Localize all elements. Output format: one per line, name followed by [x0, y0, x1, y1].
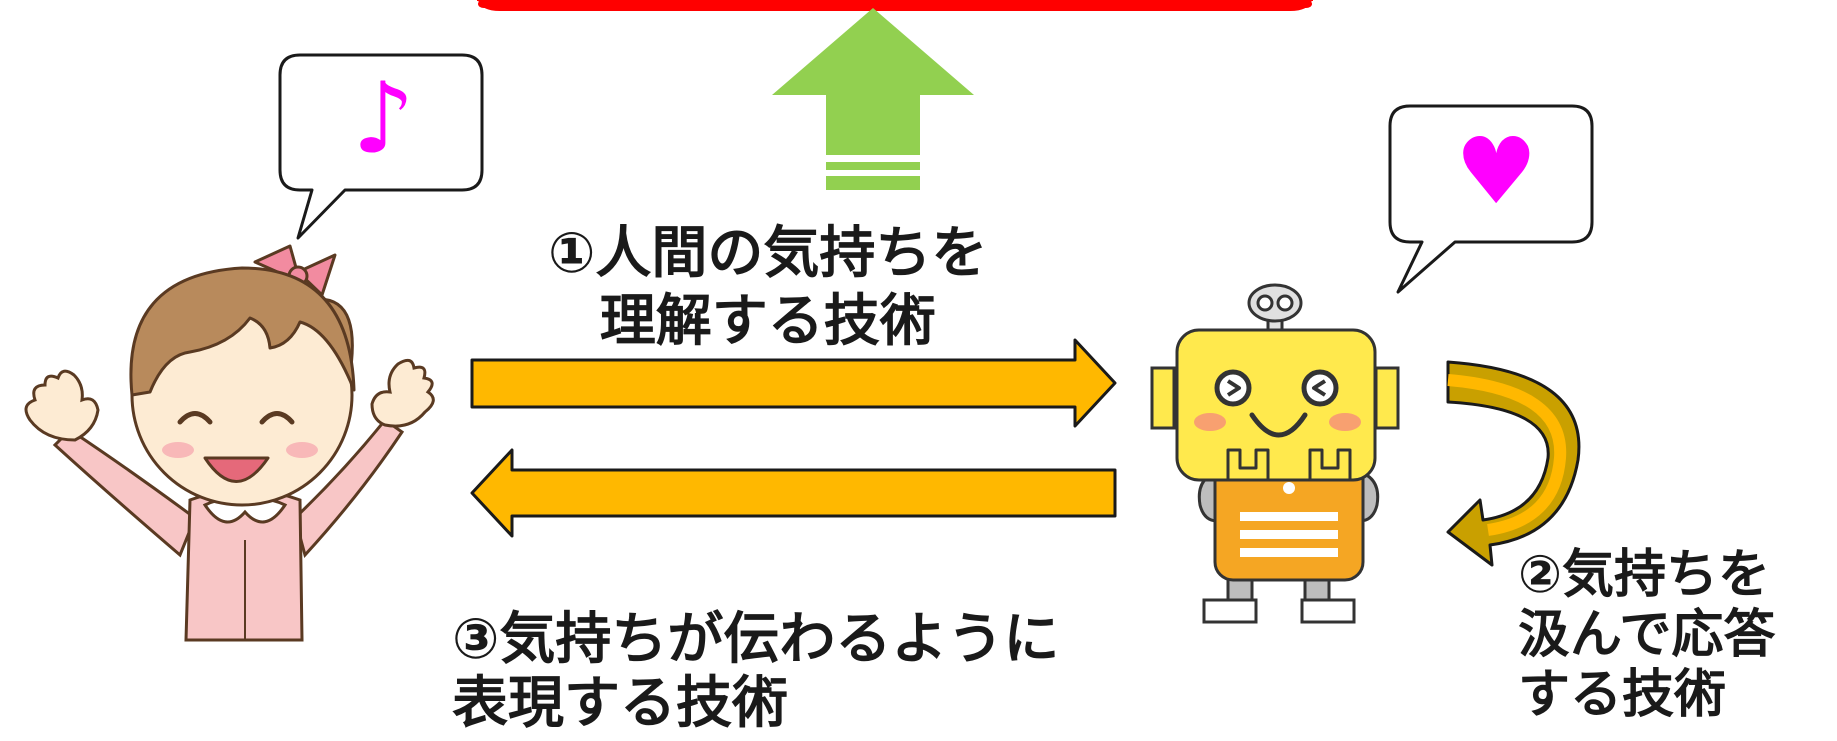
- label-respond: ②気持ちを 汲んで応答 する技術: [1518, 545, 1776, 725]
- music-note-icon: ♪: [352, 62, 415, 176]
- label-understand: ①人間の気持ちを 理解する技術: [548, 221, 988, 354]
- girl-speech-bubble: [278, 53, 484, 240]
- up-arrow-icon: [772, 8, 974, 190]
- left-arrow-icon: [470, 448, 1117, 538]
- robot-speech-bubble: [1388, 104, 1594, 294]
- girl-illustration: [24, 244, 435, 642]
- robot-illustration: [1150, 283, 1400, 624]
- red-banner-edge: [478, 0, 1312, 8]
- right-arrow-icon: [470, 338, 1117, 428]
- heart-icon: ♥: [1455, 118, 1538, 225]
- label-express: ③気持ちが伝わるように 表現する技術: [452, 607, 1060, 736]
- curved-arrow-icon: [1446, 360, 1581, 567]
